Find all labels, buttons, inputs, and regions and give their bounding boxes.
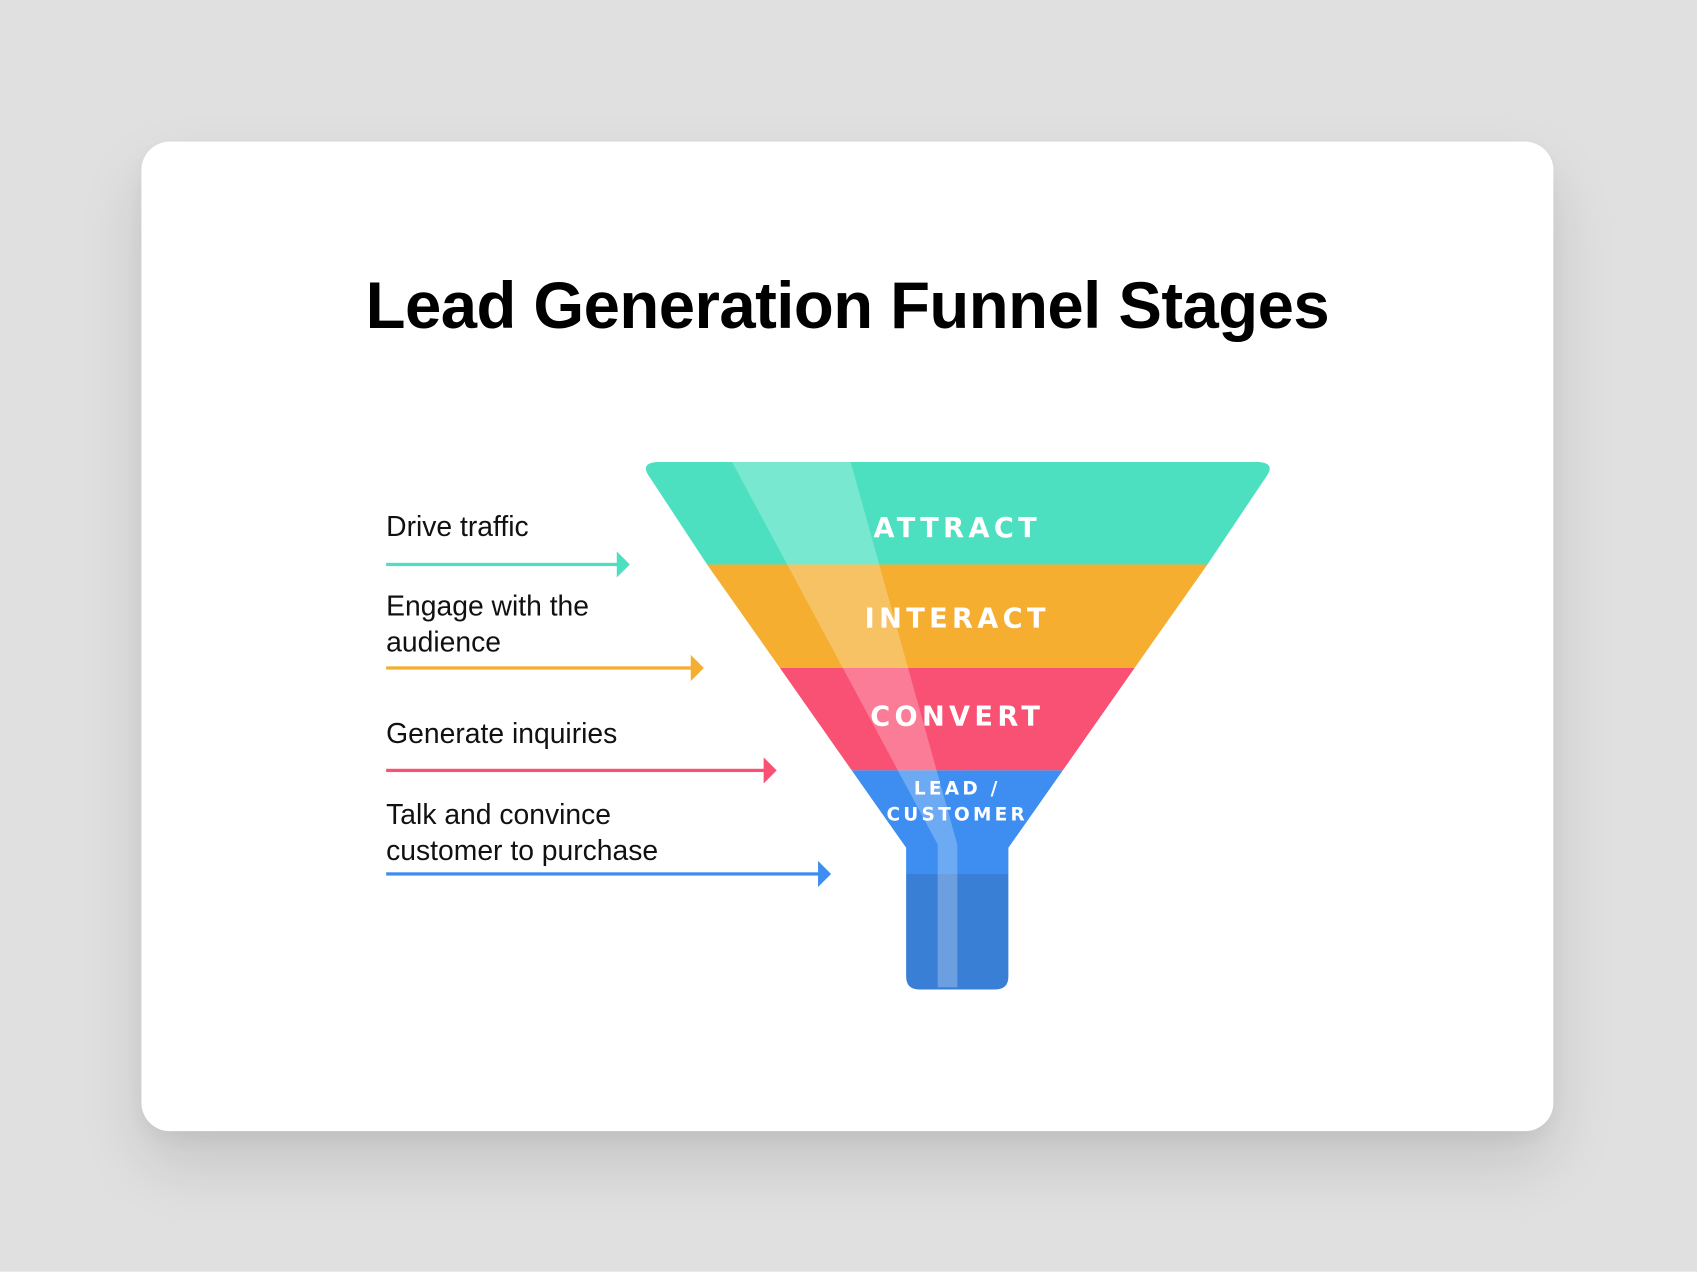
funnel-spout [906,873,1009,990]
funnel-band-lead [851,770,1063,874]
page-bottom-edge [0,1271,1697,1275]
arrow-attract [386,551,630,578]
stage-description-lead: Talk and convince customer to purchase [386,797,659,867]
funnel-highlight [732,462,958,988]
stage-label-attract: ATTRACT [873,513,1041,544]
stage-description-convert: Generate inquiries [386,717,618,750]
arrow-lead [386,860,832,888]
stage-label-lead-line1: LEAD / [914,778,1001,799]
stage-label-convert: CONVERT [870,702,1044,733]
stage-description-interact: Engage with the audience [386,589,590,659]
arrow-interact [386,654,704,682]
page-title: Lead Generation Funnel Stages [365,269,1330,343]
stage-label-lead-line2: CUSTOMER [886,805,1028,826]
stage-label-interact: INTERACT [865,604,1050,635]
stage-description-attract: Drive traffic [386,509,529,543]
funnel-band-interact [707,564,1208,668]
funnel-band-attract [645,462,1270,565]
arrow-convert [386,757,777,784]
funnel-band-convert [779,667,1135,771]
